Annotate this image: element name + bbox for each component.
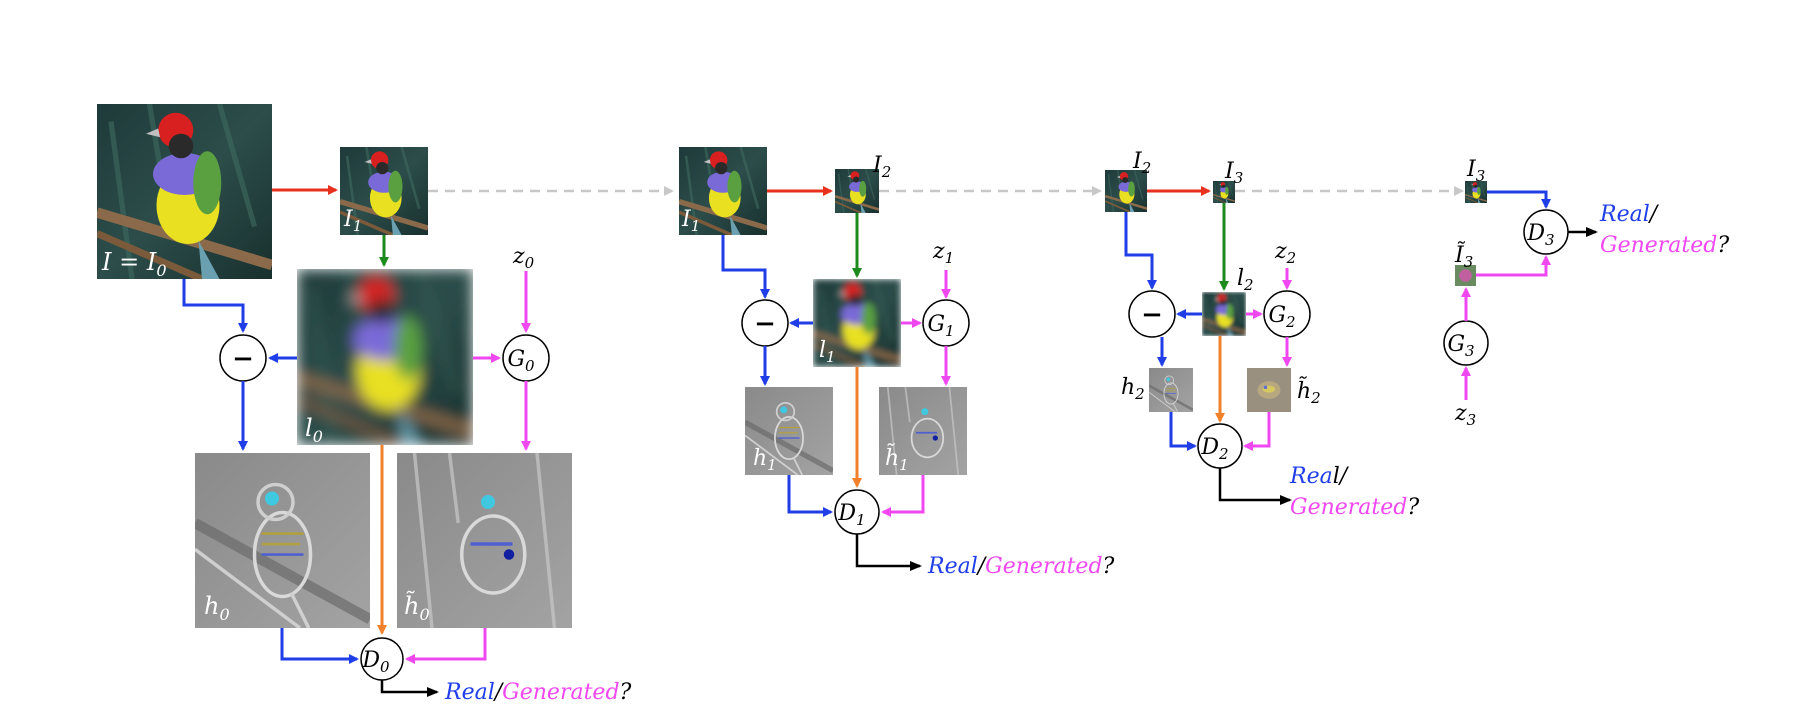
blue-arrow-h1-D1 [787,475,833,517]
label-I2-b: I2 [1132,149,1151,177]
label-G1: G1 [927,312,954,340]
label-I2-a: I2 [872,153,891,181]
blue-arrow-h2-D2 [1169,412,1197,451]
label-D0: D0 [361,648,390,676]
label-l0: l0 [305,414,323,446]
image-h0 [195,453,370,628]
label-I3-b: I3 [1466,157,1485,185]
label-l1: l1 [819,338,836,366]
blue-arrow-I2-minus [1124,212,1157,290]
label-hh2: h̃2 [1297,377,1321,407]
output-label-2-generated: Generated? [1290,495,1419,520]
label-II3: Ĩ3 [1454,240,1473,271]
label-G3: G3 [1447,332,1474,360]
label-I1-b: I1 [681,207,700,235]
subtract-symbol-0: − [232,344,254,374]
label-h2: h2 [1121,375,1145,403]
blue-arrow-I3-D3 [1487,190,1551,209]
label-hh1: h̃1 [885,444,909,474]
label-h0: h0 [204,592,230,624]
image-I2-b [1105,170,1147,212]
label-I0: I = I0 [101,248,167,280]
image-I3-a [1213,181,1235,203]
subtract-symbol-2: − [1141,300,1163,330]
label-I3-a: I3 [1224,159,1243,187]
noise-z3: z3 [1454,401,1476,429]
noise-z2: z2 [1274,239,1296,267]
output-label-3-generated: Generated? [1600,233,1729,258]
image-II3 [1455,265,1476,286]
output-label-2-real: Real/ [1289,464,1350,489]
label-D2: D2 [1200,435,1228,463]
noise-z0: z0 [512,244,535,272]
magenta-arrow-hh0-D0 [405,628,487,664]
output-arrow-D1 [855,534,922,571]
image-h2 [1149,368,1193,412]
output-label-0: Real/Generated? [444,680,632,705]
output-arrow-D0 [380,680,439,697]
image-l0 [297,269,473,445]
label-D1: D1 [837,501,865,529]
label-hh0: h̃0 [404,591,430,624]
image-hh2 [1247,368,1291,412]
noise-z1: z1 [932,239,954,267]
label-G2: G2 [1268,303,1295,331]
image-l2 [1202,292,1246,336]
magenta-arrow-II3-D3 [1476,255,1551,277]
label-G0: G0 [507,347,535,375]
output-arrow-D2 [1218,468,1292,505]
label-I1-a: I1 [343,207,362,235]
magenta-arrow-hh2-D2 [1243,412,1271,451]
output-label-1: Real/Generated? [927,554,1115,579]
label-l2: l2 [1237,266,1254,294]
image-hh0 [397,453,572,628]
magenta-arrow-hh1-D1 [881,475,925,517]
subtract-symbol-1: − [754,309,776,339]
blue-arrow-I1-minus [721,235,770,299]
blue-arrow-h0-D0 [280,628,359,664]
blue-arrow-I0-minus [182,279,248,333]
output-label-3-real: Real/ [1599,202,1660,227]
subtract-node-2 [1128,290,1176,338]
label-D3: D3 [1526,221,1554,249]
label-h1: h1 [753,446,777,474]
